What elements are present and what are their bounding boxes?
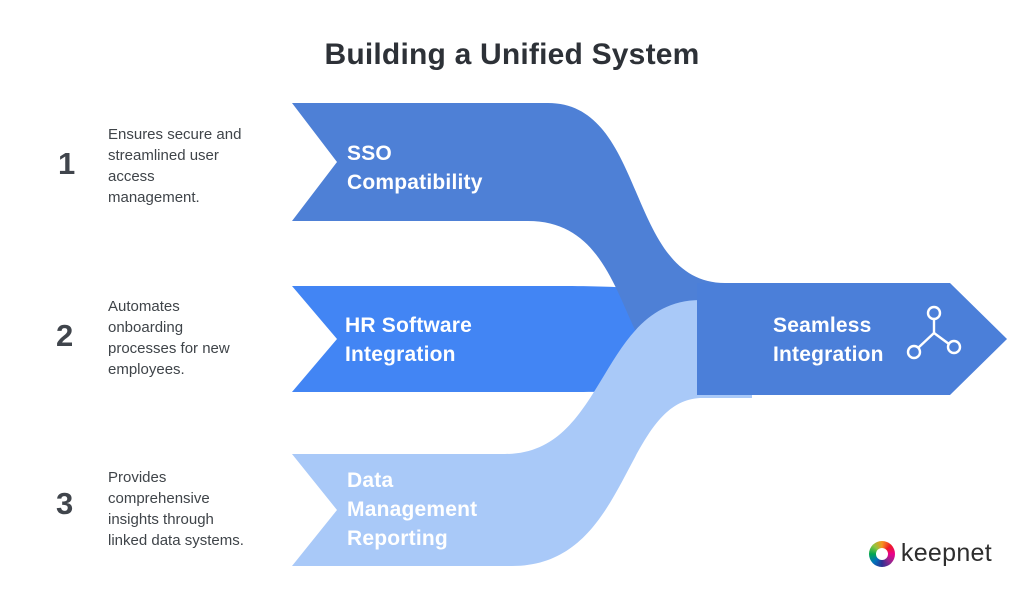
band-label-hr: HR Software Integration <box>345 314 473 366</box>
flow-band-sso-compatibility <box>292 103 752 395</box>
step-description-3: Provides comprehensive insights through … <box>108 469 244 549</box>
band-label-sso: SSO Compatibility <box>347 142 483 194</box>
keepnet-logo: keepnet <box>868 539 992 568</box>
step-description-2: Automates onboarding processes for new e… <box>108 298 230 378</box>
band-label-data: Data Management Reporting <box>347 469 478 550</box>
step-number-1: 1 <box>58 146 76 181</box>
band-label-seamless: Seamless Integration <box>773 314 884 366</box>
flow-band-data-reporting <box>292 300 752 566</box>
page-title: Building a Unified System <box>324 38 700 71</box>
step-number-2: 2 <box>56 318 74 353</box>
network-nodes-icon <box>903 303 965 365</box>
keepnet-logo-text: keepnet <box>900 539 992 567</box>
step-description-1: Ensures secure and streamlined user acce… <box>108 126 242 206</box>
keepnet-logo-icon <box>868 540 895 567</box>
step-number-3: 3 <box>56 486 74 521</box>
